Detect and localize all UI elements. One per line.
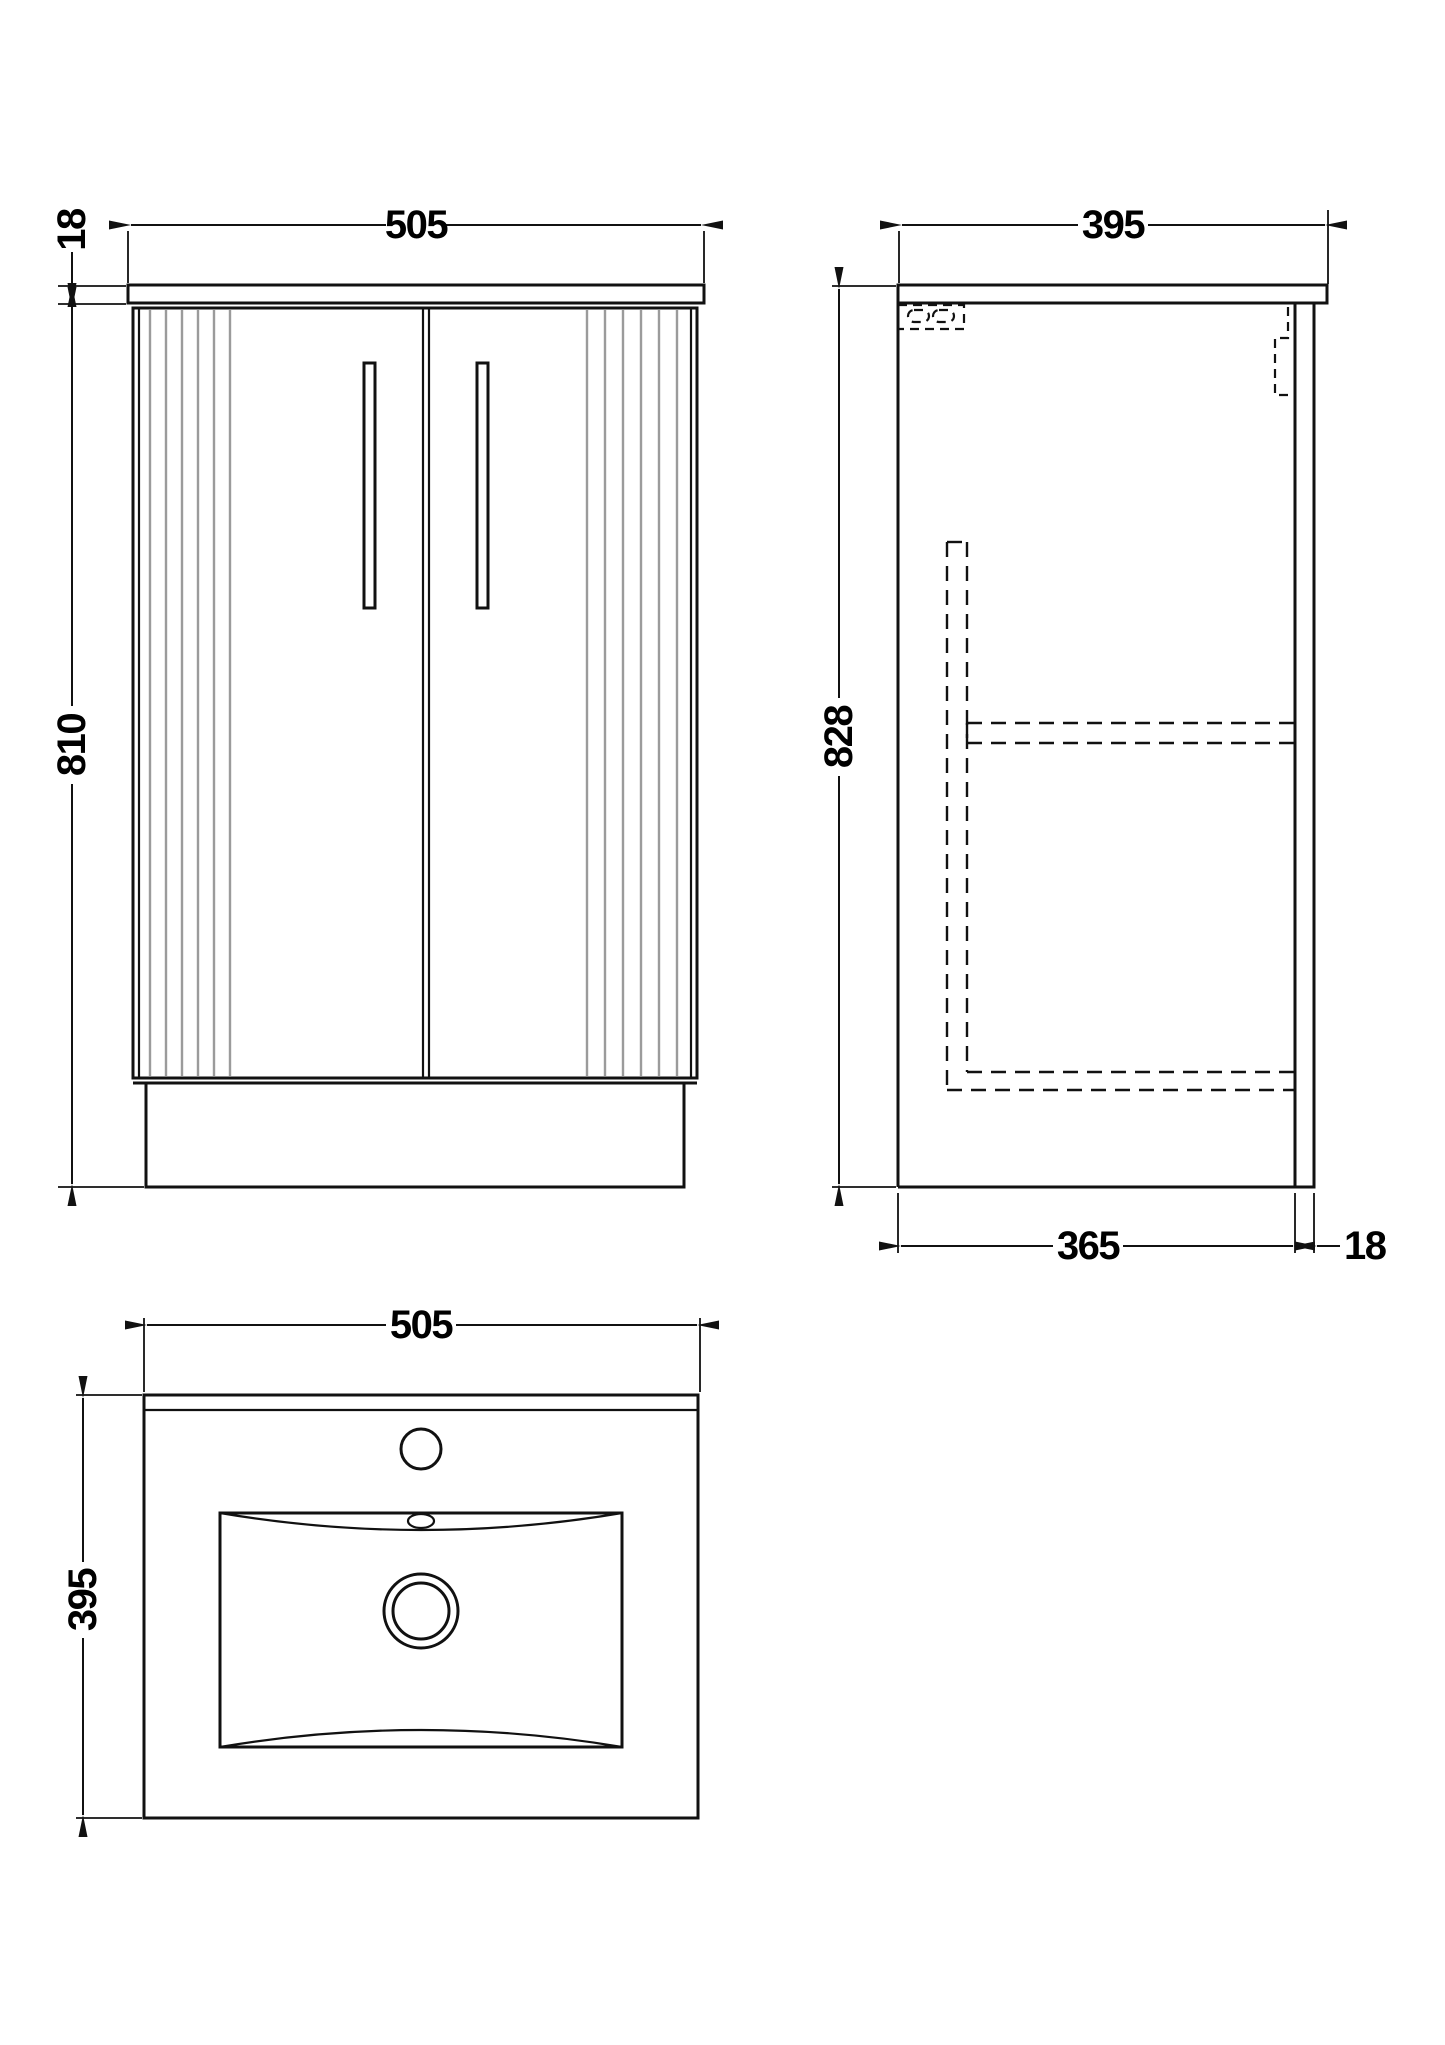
side-depth-label: 395 bbox=[1082, 203, 1145, 247]
plan-countertop bbox=[142, 1393, 700, 1820]
plan-tap-hole bbox=[399, 1427, 443, 1471]
dim-plan-width: 505 bbox=[125, 1303, 719, 1392]
dim-side-depth: 395 bbox=[880, 203, 1347, 284]
front-plinth bbox=[144, 1081, 686, 1189]
front-door-handle-left bbox=[362, 361, 377, 610]
side-carcass-depth-label: 365 bbox=[1057, 1224, 1120, 1268]
plan-basin bbox=[218, 1511, 624, 1749]
side-hinge-plate-dashed bbox=[1273, 307, 1295, 397]
plan-depth-label: 395 bbox=[61, 1568, 105, 1631]
side-internal-dashed bbox=[945, 540, 1295, 1092]
dim-front-height: 810 bbox=[50, 287, 144, 1206]
front-fluted-panel-left bbox=[148, 310, 232, 1076]
dim-plan-depth: 395 bbox=[61, 1376, 142, 1837]
plan-overflow-slot bbox=[406, 1512, 436, 1530]
front-height-label: 810 bbox=[50, 714, 94, 776]
dim-side-carcass-depth: 365 bbox=[879, 1193, 1315, 1268]
side-view: 395 828 365 18 bbox=[817, 203, 1388, 1268]
side-counter-top bbox=[896, 283, 1329, 305]
front-counter-thickness-label: 18 bbox=[50, 208, 94, 251]
plan-waste-hole bbox=[382, 1572, 460, 1650]
side-door-profile bbox=[1293, 301, 1316, 1189]
dim-side-height: 828 bbox=[817, 267, 896, 1206]
dim-front-width: 505 bbox=[109, 203, 723, 283]
side-height-label: 828 bbox=[817, 705, 861, 768]
front-view: 18 505 810 bbox=[50, 203, 723, 1206]
plan-width-label: 505 bbox=[390, 1303, 453, 1347]
front-cabinet-body bbox=[131, 306, 699, 1080]
plan-view: 505 395 bbox=[61, 1303, 719, 1837]
side-panel-thickness-label: 18 bbox=[1344, 1224, 1387, 1268]
front-counter-top bbox=[126, 283, 706, 305]
side-hinge-dashed bbox=[896, 303, 966, 331]
side-shelf-dashed bbox=[965, 721, 1295, 745]
front-fluted-panel-right bbox=[585, 310, 679, 1076]
front-width-label: 505 bbox=[385, 203, 448, 247]
dim-side-panel-thickness: 18 bbox=[1295, 1224, 1388, 1268]
dim-front-counter-thickness: 18 bbox=[50, 208, 126, 338]
front-door-handle-right bbox=[475, 361, 490, 610]
